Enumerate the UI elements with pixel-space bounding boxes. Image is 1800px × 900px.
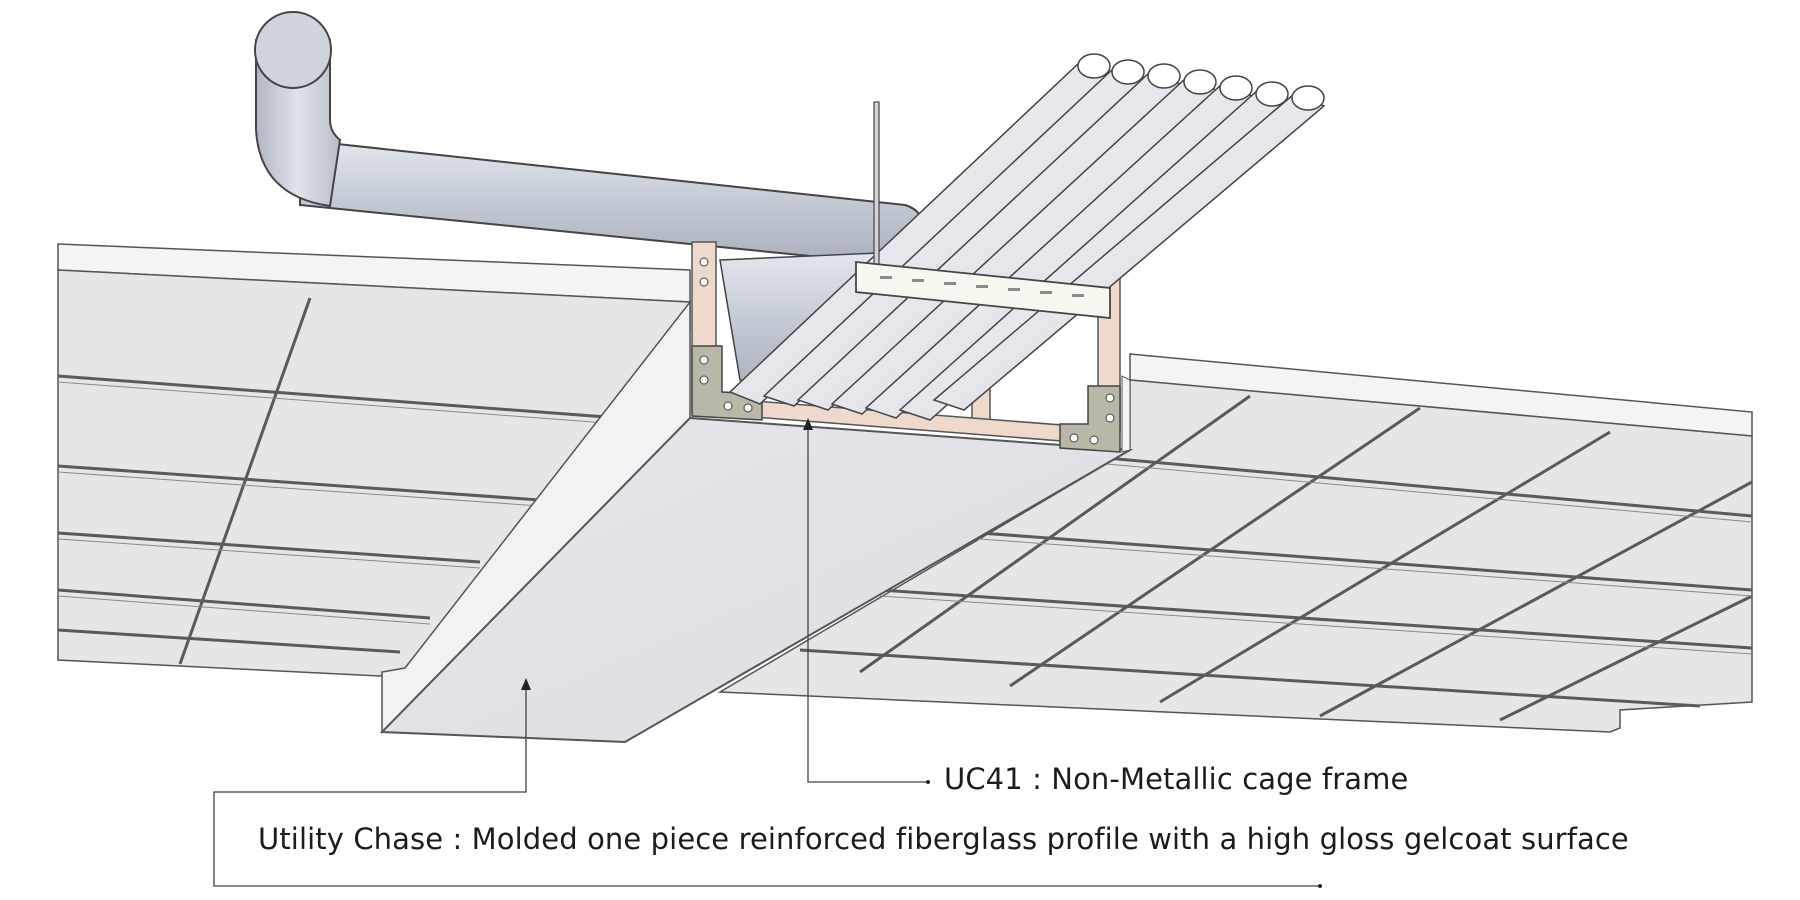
right-grid-lines <box>799 394 1753 722</box>
pipe <box>728 53 1112 405</box>
pipe-bundle <box>728 53 1326 421</box>
pipe <box>932 85 1326 411</box>
callout-cage-frame: UC41 : Non-Metallic cage frame <box>944 762 1409 796</box>
arrowhead-utility-chase <box>521 678 531 690</box>
chase-right-lip <box>1121 375 1131 453</box>
left-grid-lines <box>57 297 621 665</box>
utility-chase <box>379 299 1134 744</box>
leader-utility-chase <box>213 680 1320 887</box>
strut-slots <box>880 276 1084 297</box>
threaded-hanger-rod <box>873 101 880 273</box>
leader-arrowheads <box>521 418 1322 888</box>
duct-horizontal-run <box>299 138 927 264</box>
duct-opening <box>254 11 332 89</box>
arrowhead-cage-frame <box>803 418 813 430</box>
cage-bracket-right <box>1059 385 1121 453</box>
chase-bottom-face <box>379 416 1134 744</box>
leader-dot-chase <box>1318 884 1322 888</box>
callout-utility-chase: Utility Chase : Molded one piece reinfor… <box>258 822 1629 856</box>
leader-lines <box>213 420 1320 887</box>
strut-channel <box>855 261 1111 319</box>
strut-support <box>855 101 1111 319</box>
left-ceiling-wing <box>57 243 691 677</box>
leader-cage-frame <box>807 420 928 783</box>
chase-side-wall <box>381 299 691 734</box>
right-ceiling-tile-field <box>717 379 1753 733</box>
right-ceiling-wing <box>717 353 1753 733</box>
leader-dot-cage <box>926 780 930 784</box>
